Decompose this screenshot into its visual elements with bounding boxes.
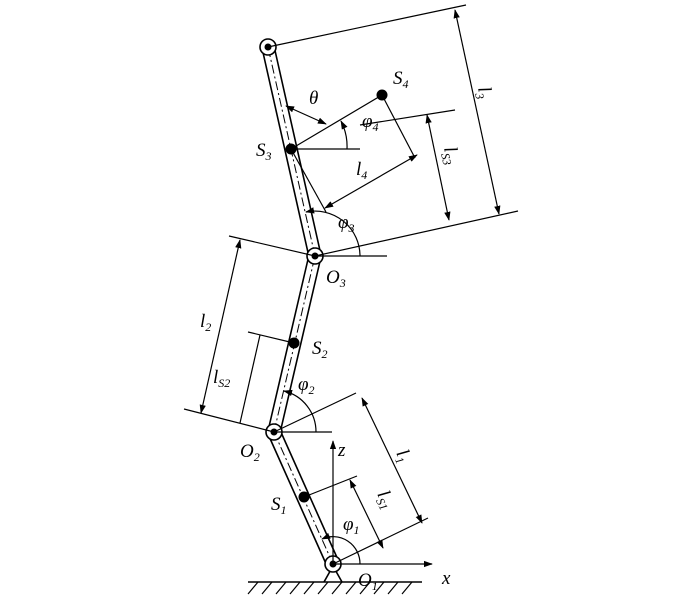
member-4-extension bbox=[381, 94, 416, 159]
angle-phi2-arc bbox=[283, 389, 317, 433]
dimension-l3 bbox=[267, 4, 519, 257]
angle-phi1-arc bbox=[321, 532, 361, 565]
label-o1: O1 bbox=[358, 570, 378, 593]
dimension-ls3 bbox=[359, 109, 456, 221]
angle-theta-arrow bbox=[285, 105, 327, 125]
label-s3: S3 bbox=[256, 140, 272, 163]
label-ls3: lS3 bbox=[437, 145, 463, 167]
label-theta: θ bbox=[309, 88, 318, 109]
label-o2: O2 bbox=[240, 441, 260, 464]
dimension-l2 bbox=[183, 235, 316, 433]
label-l3: l3 bbox=[471, 85, 496, 101]
label-phi3: φ3 bbox=[338, 212, 355, 235]
label-l2: l2 bbox=[200, 311, 211, 334]
label-s4: S4 bbox=[393, 68, 409, 91]
label-o3: O3 bbox=[326, 267, 346, 290]
angle-phi4-arc bbox=[340, 120, 348, 150]
label-l4: l4 bbox=[356, 159, 367, 182]
label-s2: S2 bbox=[312, 338, 328, 361]
label-x-axis: x bbox=[441, 568, 451, 589]
label-phi4: φ4 bbox=[362, 111, 379, 134]
label-phi1: φ1 bbox=[343, 514, 360, 537]
label-ls2: lS2 bbox=[213, 367, 230, 390]
label-s1: S1 bbox=[271, 494, 287, 517]
dimension-ls2 bbox=[239, 331, 295, 424]
member-4 bbox=[290, 94, 383, 150]
dimension-l4 bbox=[290, 148, 418, 213]
label-ls1: lS1 bbox=[371, 487, 399, 513]
dimension-ls1 bbox=[303, 475, 384, 549]
label-l1: l1 bbox=[390, 446, 416, 466]
label-phi2: φ2 bbox=[298, 374, 315, 397]
label-z-axis: z bbox=[337, 440, 346, 461]
